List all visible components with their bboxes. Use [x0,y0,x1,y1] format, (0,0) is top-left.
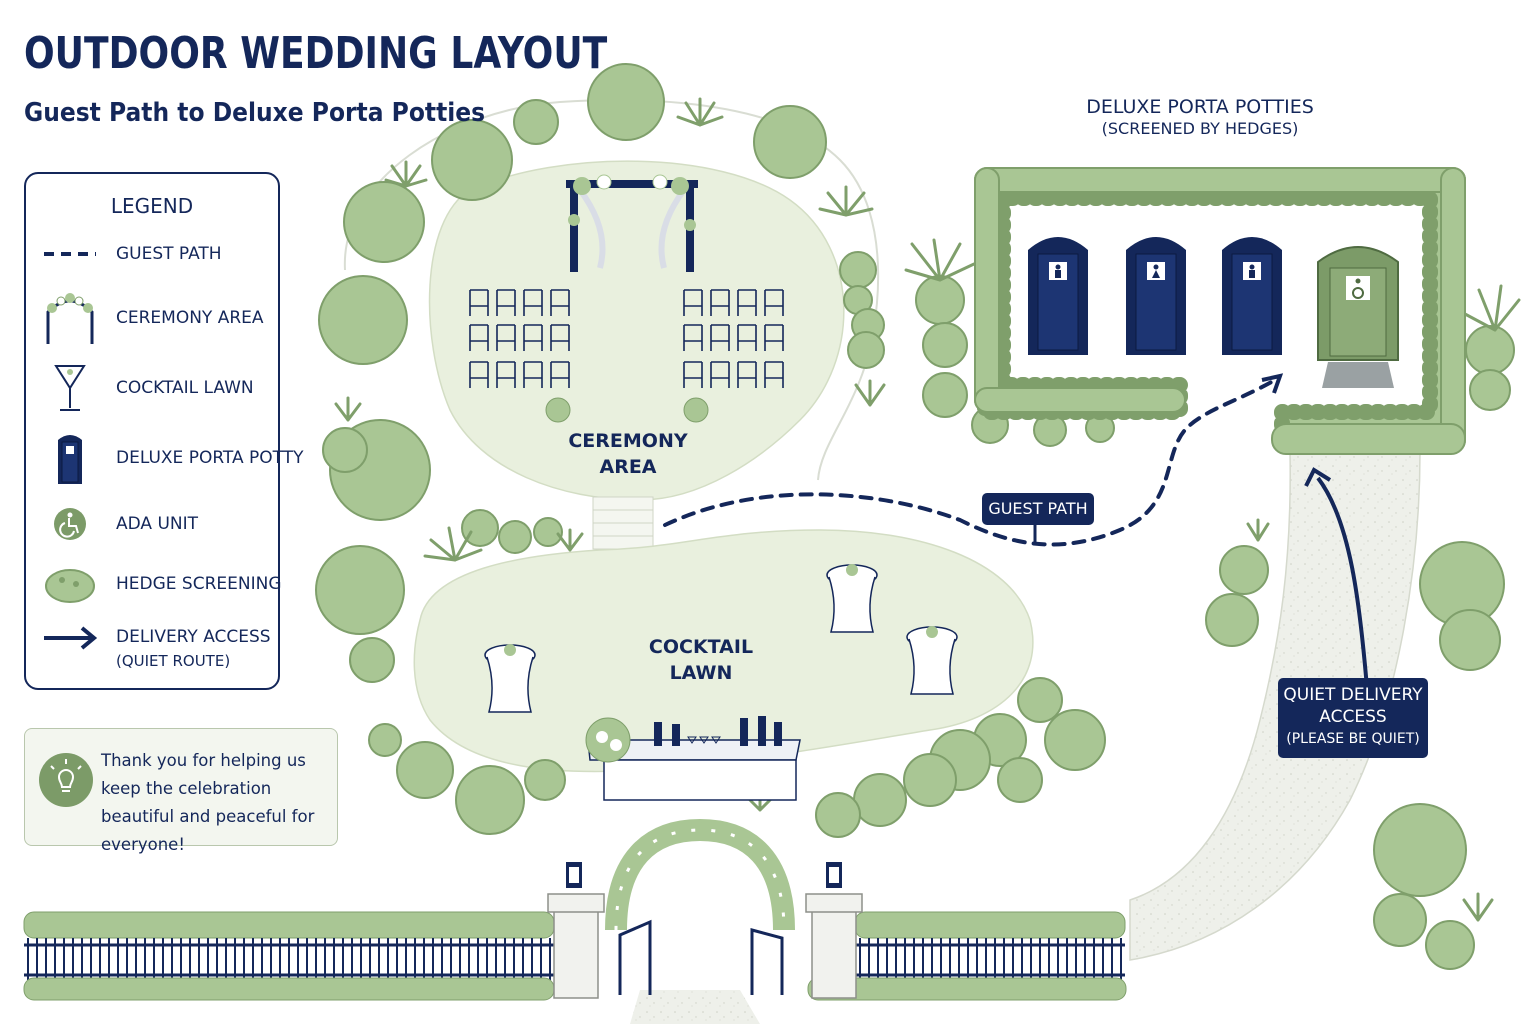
ceremony-chair [496,361,516,388]
cocktail-label-line-1: COCKTAIL [648,636,754,658]
ceremony-chair [550,289,570,316]
legend-label: HEDGE SCREENING [116,574,282,594]
ceremony-label-line-1: CEREMONY [568,430,688,452]
note-text: Thank you for helping us keep the celebr… [101,751,315,854]
legend-item-hedge-screening: HEDGE SCREENING [26,554,282,614]
delivery-sign-line-1: QUIET DELIVERY [1283,685,1423,705]
delivery-drive [1129,451,1421,961]
ceremony-chair [737,289,757,316]
ada-porta-potty [1317,246,1399,388]
legend-label: COCKTAIL LAWN [116,378,254,398]
garden-shrubs [315,63,1515,970]
dashed-line-icon [44,252,96,256]
porta-potty-icon [58,435,82,484]
ceremony-chair [764,361,784,388]
legend-item-ceremony-area: CEREMONY AREA [26,288,278,348]
legend-item-porta-potty: DELUXE PORTA POTTY [26,428,303,488]
ceremony-chair [496,289,516,316]
legend-label: ADA UNIT [116,514,199,534]
porta-potty-2 [1126,237,1186,355]
cocktail-tables [484,564,958,713]
delivery-arrowhead [1304,467,1332,487]
legend-label: GUEST PATH [116,244,222,264]
ceremony-chair [550,361,570,388]
garden-steps [592,496,654,550]
hedge-icon [45,569,95,603]
ceremony-chair [710,289,730,316]
ceremony-chair [523,361,543,388]
legend-sublabel: (QUIET ROUTE) [116,652,231,670]
cocktail-label-line-2: LAWN [669,662,733,684]
guest-path-sign-post [1033,524,1037,544]
cocktail-table-3 [906,626,958,695]
delivery-sign-line-2: ACCESS [1319,707,1387,727]
ceremony-lawn [428,160,845,501]
cocktail-lawn-label: COCKTAIL LAWN [630,634,772,686]
bar-counter [585,716,801,801]
legend-item-ada-unit: ADA UNIT [26,494,278,554]
entrance-fence [23,818,1127,1001]
cocktail-table-1 [484,644,536,713]
porta-potties-subheading: (SCREENED BY HEDGES) [1101,119,1299,138]
ceremony-chair [523,289,543,316]
ceremony-chair [683,324,703,351]
delivery-access-arrow [1316,476,1370,701]
porta-potty-3 [1222,237,1282,355]
legend-label: DELIVERY ACCESS [116,627,271,647]
ceremony-chair [737,361,757,388]
entrance-walkway [630,990,760,1024]
arch-icon [46,293,94,344]
ceremony-chair [764,324,784,351]
ceremony-chairs [469,289,784,388]
ceremony-chair [683,289,703,316]
legend-label: DELUXE PORTA POTTY [116,448,304,468]
porta-potties-heading: DELUXE PORTA POTTIES [1086,96,1314,118]
legend-item-delivery-access: DELIVERY ACCESS (QUIET ROUTE) [26,614,278,674]
ceremony-chair [710,361,730,388]
porta-potty-row [1028,237,1399,388]
ceremony-label-line-2: AREA [599,456,657,478]
page-title: OUTDOOR WEDDING LAYOUT [24,28,608,79]
porta-potty-1 [1028,237,1088,355]
ceremony-arch [566,174,698,272]
ceremony-chair [469,289,489,316]
ceremony-chair [550,324,570,351]
legend-label: CEREMONY AREA [116,308,264,328]
legend-item-guest-path: GUEST PATH [26,224,278,284]
hedge-screening-enclosure [974,167,1466,455]
cocktail-table-2 [826,564,878,633]
ceremony-chair [523,324,543,351]
porta-potties-title: DELUXE PORTA POTTIES (SCREENED BY HEDGES… [1040,96,1360,140]
thank-you-note: Thank you for helping us keep the celebr… [24,728,338,854]
ceremony-chair [683,361,703,388]
delivery-access-sign: QUIET DELIVERY ACCESS (PLEASE BE QUIET) [1278,678,1428,758]
ceremony-chair [710,324,730,351]
legend-item-cocktail-lawn: COCKTAIL LAWN [26,358,278,418]
legend-panel: LEGEND GUEST PATH CEREMONY AREA COCKTAIL… [24,172,303,690]
guest-path-sign: GUEST PATH [982,493,1094,525]
cocktail-lawn [413,529,1034,773]
ceremony-chair [469,361,489,388]
ceremony-chair [496,324,516,351]
ceremony-area-label: CEREMONY AREA [560,428,696,480]
aisle-flowers [545,397,709,423]
wheelchair-icon [54,508,86,540]
ceremony-chair [737,324,757,351]
guest-path-arrowhead [1261,373,1284,394]
arrow-right-icon [44,626,98,650]
guest-path-route [663,378,1277,547]
ceremony-chair [469,324,489,351]
legend-title: LEGEND [110,194,194,218]
page-subtitle: Guest Path to Deluxe Porta Potties [24,98,486,128]
delivery-sign-line-3: (PLEASE BE QUIET) [1286,731,1420,747]
lightbulb-icon [39,753,93,807]
ceremony-chair [764,289,784,316]
martini-glass-icon [54,365,86,411]
